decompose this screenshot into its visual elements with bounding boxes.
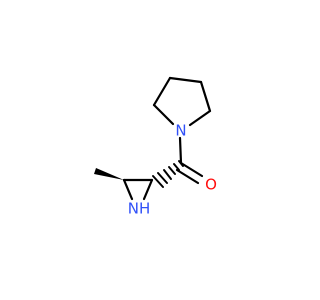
bond-pyrrolidine-cd-n [188,109,212,127]
bond-aziridine-c3-n [122,178,134,201]
aziridine-nh-label: NH [128,200,151,218]
bond-carbonyl-oxygen-1 [179,161,204,178]
bond-n-carbonyl [178,136,183,165]
hash-bond-carbonyl-aziridine [152,160,184,188]
structure-canvas: N O NH [94,76,217,218]
bond-carbonyl-oxygen-2 [175,168,200,185]
molecule-drawing: N O NH [94,76,217,218]
wedge-bond-methyl [94,168,124,180]
bond-pyrrolidine-ca-cb [152,76,172,107]
ring-nitrogen-label: N [175,122,186,140]
bond-aziridine-c2-n [142,178,154,201]
bond-pyrrolidine-cc-cd [199,80,212,113]
carbonyl-oxygen-label: O [205,176,217,194]
bond-pyrrolidine-n-ca [152,103,175,126]
bond-pyrrolidine-cb-cc [168,76,203,84]
